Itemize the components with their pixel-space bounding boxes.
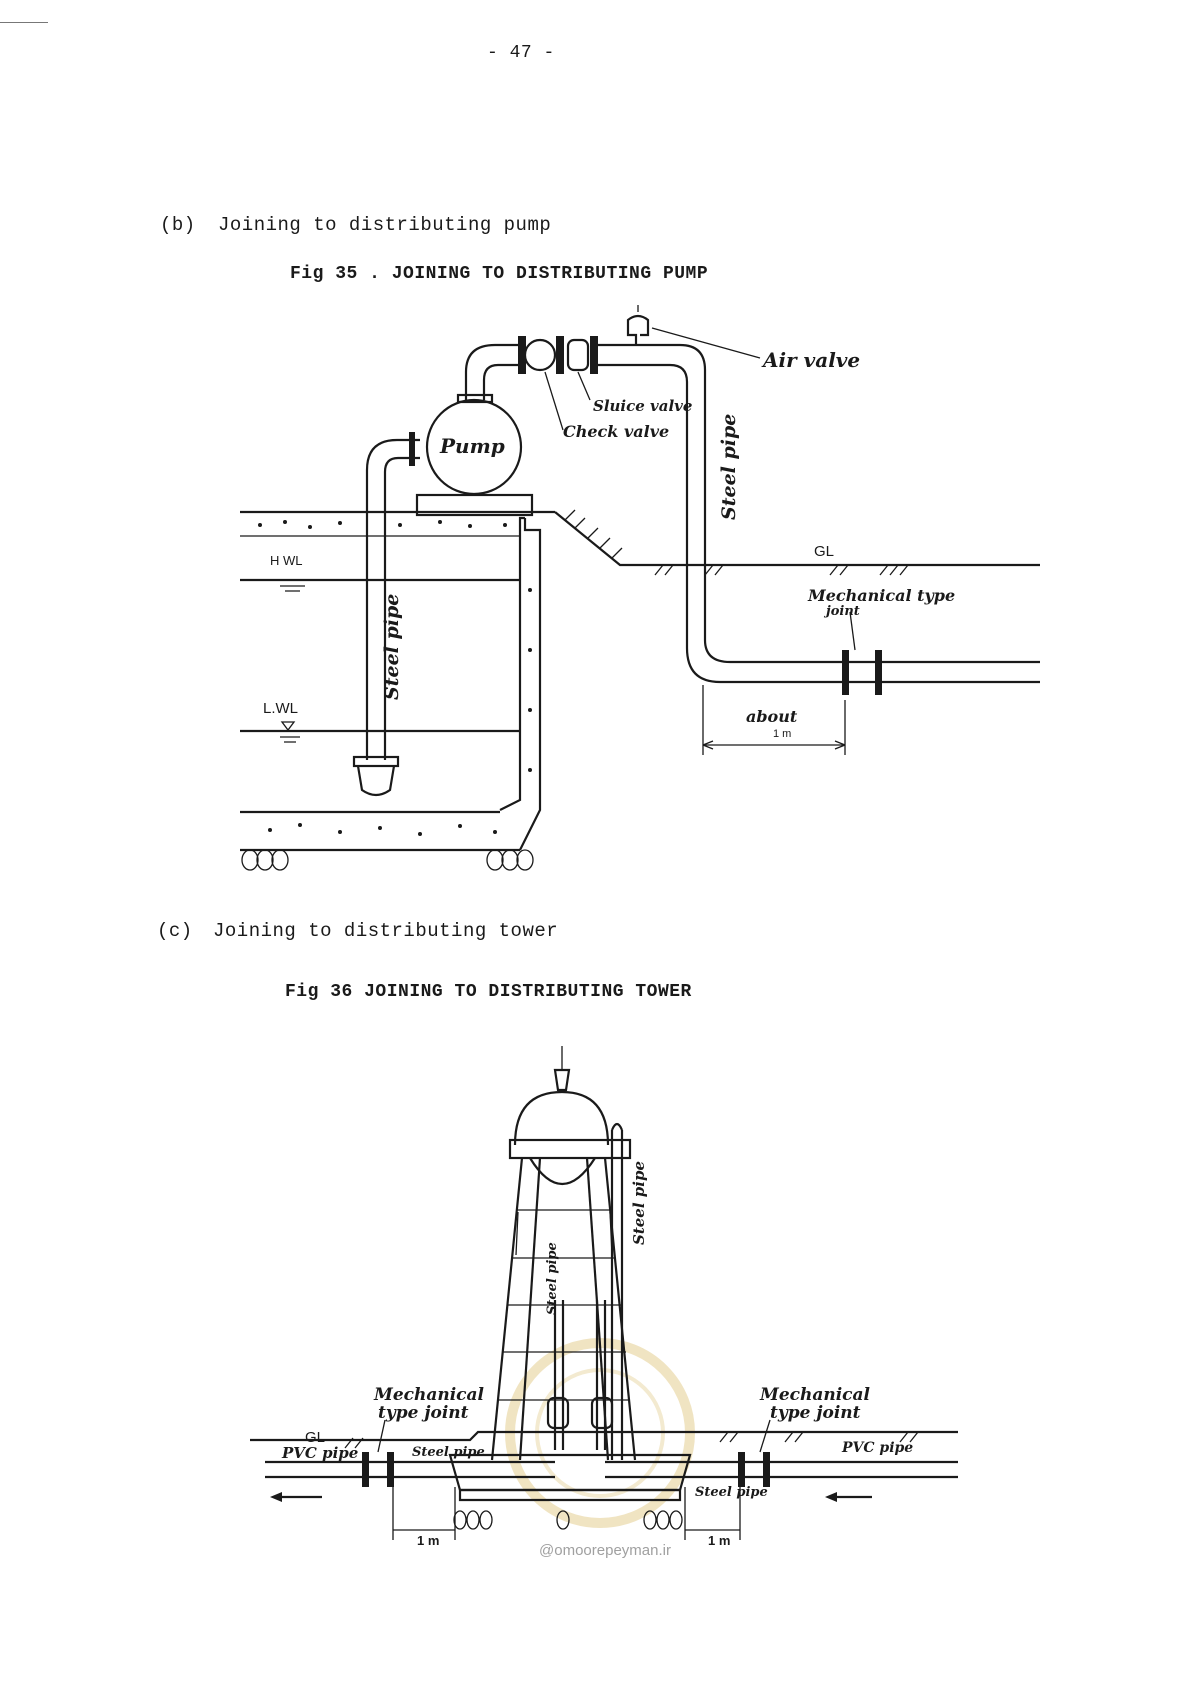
discharge-flange <box>456 393 494 404</box>
air-valve-icon <box>626 314 650 345</box>
about-label: about <box>746 707 798 726</box>
pipe-left <box>265 1460 555 1479</box>
fig36-diagram: Mechanical type joint GL PVC pipe Steel … <box>250 1046 958 1548</box>
mech-joint-right-flange-2 <box>763 1452 770 1487</box>
lwl-label: L.WL <box>263 700 298 717</box>
steel-left-label: Steel pipe <box>412 1445 485 1460</box>
mech-joint-left-flange-1 <box>362 1452 369 1487</box>
check-valve-flange-2 <box>556 336 564 374</box>
steel-pipe-riser <box>610 1130 624 1460</box>
steel-pipe-top <box>598 343 1040 664</box>
discharge-pipe-inner <box>482 363 520 400</box>
one-m-label: 1 m <box>773 728 791 740</box>
dim-line <box>702 685 846 755</box>
tower-foundation <box>448 1453 692 1492</box>
steel-pipe-tower-label: Steel pipe <box>630 1161 648 1245</box>
mech-joint-flange-2 <box>875 650 882 695</box>
steel-pipe-inner-label: Steel pipe <box>545 1242 560 1315</box>
foot-valve-strainer <box>356 765 396 797</box>
steel-pipe-right-label: Steel pipe <box>718 414 740 520</box>
inner-pipe-2 <box>595 1300 607 1450</box>
fig35-caption: Fig 35 . JOINING TO DISTRIBUTING PUMP <box>290 264 709 284</box>
foundation-piles <box>453 1510 683 1530</box>
air-valve-leader <box>651 327 761 359</box>
pump-label: Pump <box>439 434 505 458</box>
suction-pipe-outer <box>365 438 420 760</box>
section-c-heading: Joining to distributing tower <box>213 920 559 942</box>
fig36-caption: Fig 36 JOINING TO DISTRIBUTING TOWER <box>285 982 692 1002</box>
mech-left-label-1: Mechanical <box>373 1385 485 1405</box>
ground-line <box>250 1430 958 1442</box>
concrete-texture <box>258 520 532 836</box>
suction-flange <box>409 432 415 466</box>
mech-joint-label: Mechanical type <box>807 586 955 605</box>
foot-valve-top <box>352 755 400 768</box>
top-edge-mark <box>0 22 48 23</box>
air-valve-label: Air valve <box>761 348 860 372</box>
mech-joint-left-flange-2 <box>387 1452 394 1487</box>
check-valve-label: Check valve <box>563 422 669 441</box>
steel-pipe-bottom <box>598 363 1040 684</box>
mech-left-leader <box>377 1419 386 1453</box>
ground-line-right <box>554 511 1040 567</box>
pvc-right-label: PVC pipe <box>841 1440 913 1456</box>
sluice-valve-leader <box>577 371 591 401</box>
lwl-marker <box>280 721 300 743</box>
gl-label: GL <box>814 543 834 560</box>
reservoir-floor <box>240 810 520 852</box>
mech-joint-flange-1 <box>842 650 849 695</box>
pvc-left-label: PVC pipe <box>281 1444 358 1462</box>
piles <box>241 849 534 871</box>
tower-spire <box>553 1068 571 1092</box>
mech-right-label-2: type joint <box>770 1403 861 1423</box>
reservoir-wall <box>499 516 542 851</box>
check-valve-leader <box>544 371 564 431</box>
section-c-label: (c) <box>157 920 193 942</box>
pump-body <box>425 398 523 496</box>
page-number: - 47 - <box>487 43 555 63</box>
check-valve-flange-1 <box>518 336 526 374</box>
tower-bracing <box>499 1209 630 1401</box>
section-b-heading: Joining to distributing pump <box>218 214 552 236</box>
watermark-text: @omoorepeyman.ir <box>539 1542 671 1559</box>
inner-valve-2 <box>590 1396 614 1430</box>
mech-right-leader <box>759 1419 771 1453</box>
one-m-right-label: 1 m <box>708 1533 730 1548</box>
mech-joint-leader <box>849 611 856 651</box>
mech-right-label-1: Mechanical <box>759 1385 871 1405</box>
sluice-valve-label: Sluice valve <box>593 397 692 415</box>
fig35-diagram: Air valve Sluice valve Check valve Pump … <box>240 305 1040 871</box>
ground-hatch-36 <box>344 1431 919 1449</box>
sluice-valve-body <box>566 338 590 372</box>
dim-left <box>392 1487 456 1540</box>
one-m-left-label: 1 m <box>417 1533 439 1548</box>
suction-pipe-inner <box>383 456 420 760</box>
section-b-label: (b) <box>160 214 196 236</box>
mech-joint-right-flange-1 <box>738 1452 745 1487</box>
inner-valve-1 <box>546 1396 570 1430</box>
pipe-right <box>605 1460 958 1479</box>
steel-pipe-right-label-36: Steel pipe <box>695 1485 768 1500</box>
discharge-pipe-outer <box>464 343 520 400</box>
tank-dome <box>513 1090 610 1146</box>
check-valve-body <box>523 338 557 372</box>
sluice-valve-flange <box>590 336 598 374</box>
hwl-marker <box>280 585 305 592</box>
tank-band <box>508 1138 632 1160</box>
dim-right <box>684 1487 741 1540</box>
mech-joint-label-2: joint <box>823 604 860 619</box>
ground-hatch <box>564 509 909 576</box>
steel-pipe-left-label: Steel pipe <box>381 594 403 700</box>
mech-left-label-2: type joint <box>378 1403 469 1423</box>
hwl-label: H WL <box>270 553 303 568</box>
inner-pipe-1 <box>553 1300 565 1450</box>
gl-label-36: GL <box>305 1429 325 1446</box>
